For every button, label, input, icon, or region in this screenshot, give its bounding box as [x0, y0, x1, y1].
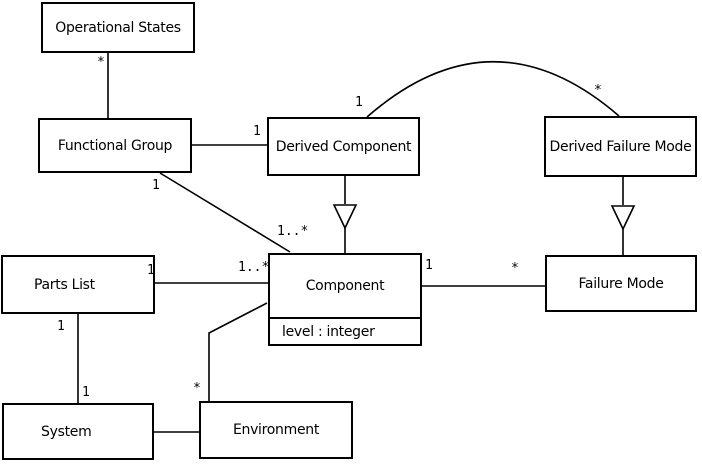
class-environment: Environment — [199, 401, 353, 459]
multiplicity-label: 1 — [152, 178, 160, 193]
multiplicity-label: 1 — [57, 319, 65, 334]
class-component: Component level : integer — [268, 253, 422, 346]
class-name-label: Operational States — [55, 19, 181, 36]
generalization-arrowhead-icon — [332, 204, 358, 230]
class-name-label: Functional Group — [57, 137, 173, 154]
edge-derived-component-derived-failure-mode — [366, 60, 620, 118]
class-derived-component: Derived Component — [267, 117, 420, 176]
multiplicity-label: * — [594, 83, 602, 98]
multiplicity-label: 1..* — [238, 260, 270, 275]
multiplicity-label: 1 — [425, 258, 433, 273]
class-failure-mode: Failure Mode — [545, 255, 697, 312]
generalization-arrowhead-icon — [610, 205, 636, 231]
class-operational-states: Operational States — [41, 2, 195, 53]
class-name-label: Component — [305, 278, 385, 294]
class-derived-failure-mode: Derived Failure Mode — [544, 116, 697, 177]
edge-environment-component — [208, 302, 268, 401]
multiplicity-label: * — [97, 55, 105, 70]
class-name-label: Derived Failure Mode — [549, 138, 692, 155]
edge-functional-group-component — [159, 172, 291, 253]
class-attribute-label: level : integer — [270, 317, 420, 344]
class-name-label: Environment — [232, 422, 320, 438]
multiplicity-label: 1 — [82, 385, 90, 400]
multiplicity-label: 1 — [355, 95, 363, 110]
multiplicity-label: 1 — [253, 124, 261, 139]
class-system: System — [2, 403, 154, 460]
multiplicity-label: * — [511, 261, 519, 276]
multiplicity-label: 1 — [147, 263, 155, 278]
class-parts-list: Parts List — [1, 255, 155, 314]
multiplicity-label: * — [193, 381, 201, 396]
multiplicity-label: 1..* — [277, 224, 309, 239]
class-name-label: Parts List — [34, 276, 95, 293]
class-name-label: Derived Component — [275, 138, 412, 155]
class-name-label: Failure Mode — [578, 275, 664, 292]
class-functional-group: Functional Group — [38, 118, 192, 173]
class-name-label: System — [41, 423, 92, 440]
